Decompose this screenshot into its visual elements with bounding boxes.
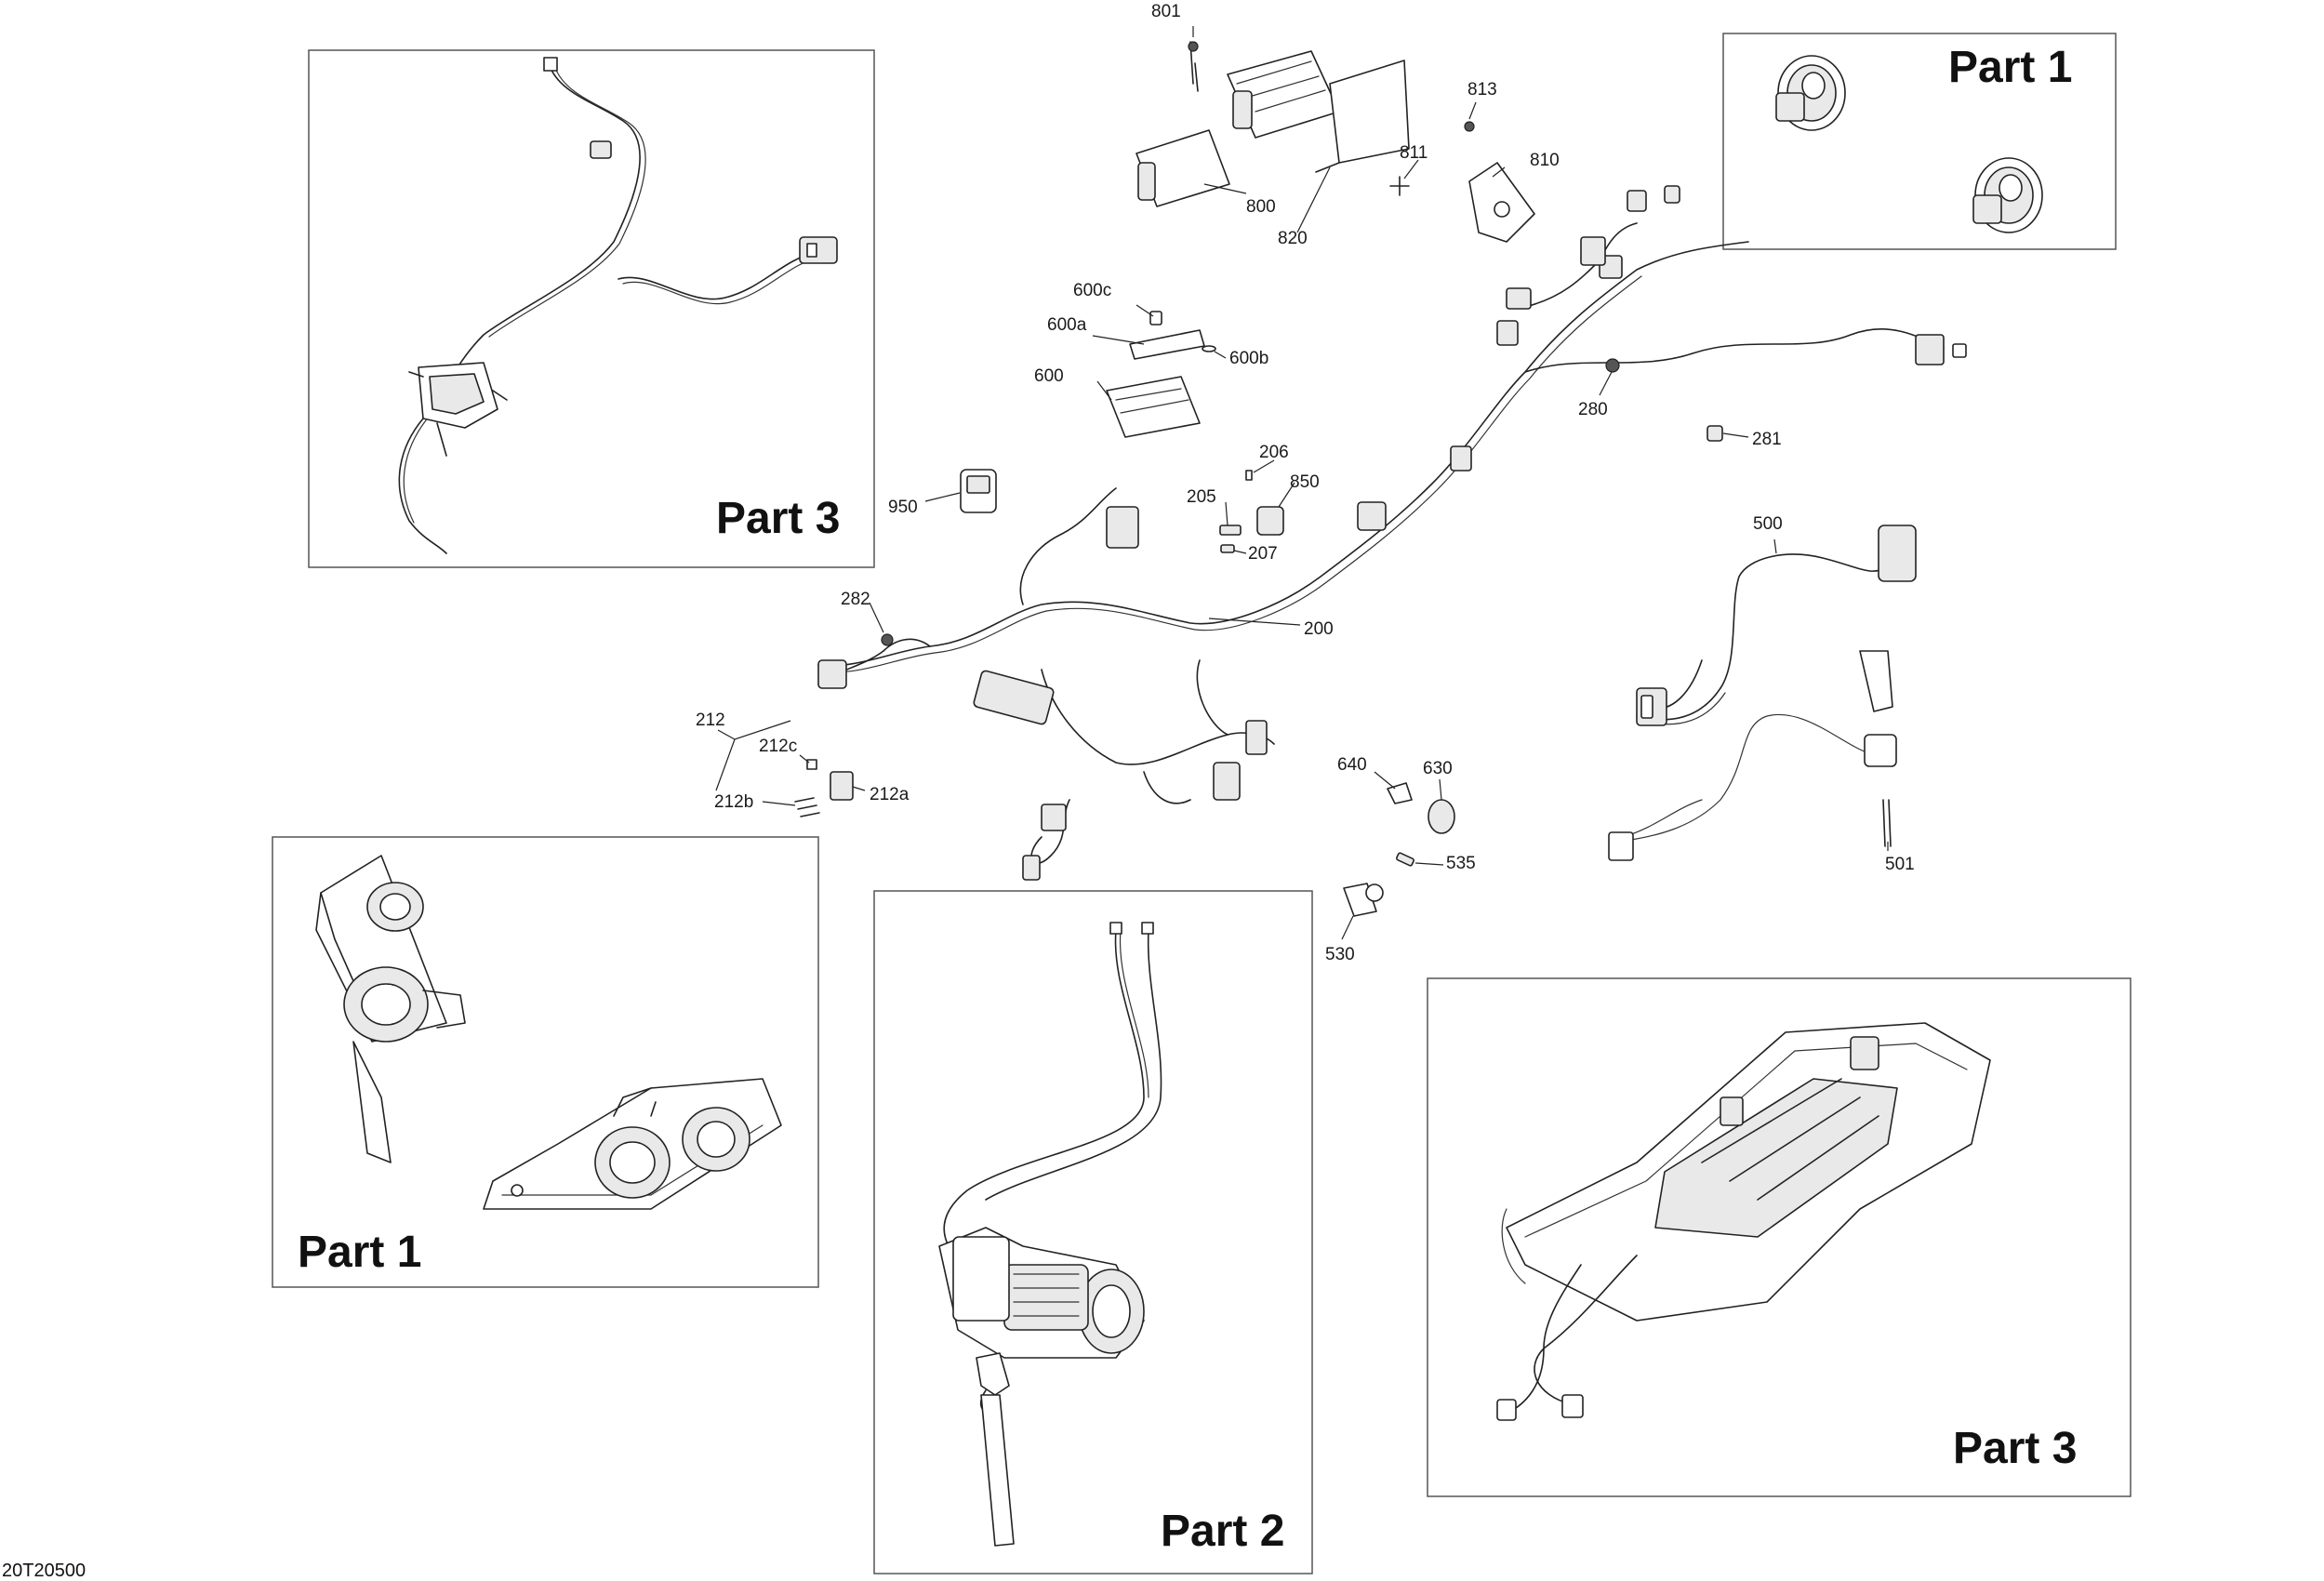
callout-206: 206 [1259,443,1289,462]
callout-600a: 600a [1047,315,1087,335]
callout-600c: 600c [1073,281,1111,300]
part-282-clip [881,633,894,646]
callout-820: 820 [1278,229,1308,248]
callout-813: 813 [1467,80,1497,100]
inset-part2-winch: Part 2 [873,890,1313,1574]
callout-530: 530 [1325,945,1355,964]
part-501-harness [1608,650,1897,861]
callout-600: 600 [1034,366,1064,386]
part-212a-connector [830,771,854,801]
callout-205: 205 [1187,487,1216,507]
callout-640: 640 [1337,755,1367,775]
callout-810: 810 [1530,151,1560,170]
callout-200: 200 [1304,619,1334,639]
callout-801: 801 [1151,2,1181,21]
inset-part1-lights-small-title: Part 1 [1948,43,2072,92]
part-280-clip [1605,358,1620,373]
callout-950: 950 [888,498,918,517]
part-813-nut [1464,121,1475,132]
drawing-code: 20T20500 [2,1561,86,1581]
part-950-switch [960,469,997,513]
part-810-bracket [1468,162,1535,243]
part-820-bracket [1315,60,1410,173]
part-207-fuse [1220,544,1235,553]
callout-600b: 600b [1229,349,1268,368]
inset-part3-frame: Part 3 [1427,977,2131,1497]
callout-501: 501 [1885,855,1915,874]
callout-207: 207 [1248,544,1278,564]
part-206-fuse [1245,470,1253,481]
callout-800: 800 [1246,197,1276,217]
callout-535: 535 [1446,854,1476,873]
part-800-ecm [1135,41,1340,207]
part-811-screw [1389,176,1410,196]
callout-212c: 212c [759,737,797,756]
inset-part1-headlights-title: Part 1 [298,1228,421,1277]
callout-850: 850 [1290,472,1320,492]
callout-500: 500 [1753,514,1783,534]
callout-811: 811 [1400,143,1428,163]
part-530-switch [1343,883,1384,917]
part-630-grommet [1428,799,1455,834]
callout-280: 280 [1578,400,1608,419]
part-500-harness [1636,525,1917,726]
callout-212a: 212a [870,785,910,804]
leader-lines [715,26,1889,940]
callout-212b: 212b [714,792,753,812]
part-205-fuse [1219,525,1242,536]
callout-281: 281 [1752,430,1782,449]
part-212b-terminals [794,797,820,817]
part-212c-terminal [806,759,817,770]
inset-part3-frame-title: Part 3 [1953,1424,2077,1473]
inset-part1-lights-small: Part 1 [1722,33,2117,250]
callout-630: 630 [1423,759,1453,778]
part-200-main-harness [817,185,1967,881]
part-600-fuse-box [1106,311,1216,438]
part-281-clip [1706,425,1723,442]
inset-part3-harness: Part 3 [308,49,875,568]
inset-part2-winch-title: Part 2 [1161,1507,1284,1556]
inset-part1-headlights: Part 1 [272,836,819,1288]
callout-282: 282 [841,590,870,609]
part-850-relay [1256,506,1284,536]
callout-labels: 801 800 820 813 811 810 600c 600a 600b 6… [696,2,1915,964]
inset-part3-harness-title: Part 3 [716,494,840,543]
part-535-bulb [1396,852,1414,867]
callout-212: 212 [696,711,725,730]
